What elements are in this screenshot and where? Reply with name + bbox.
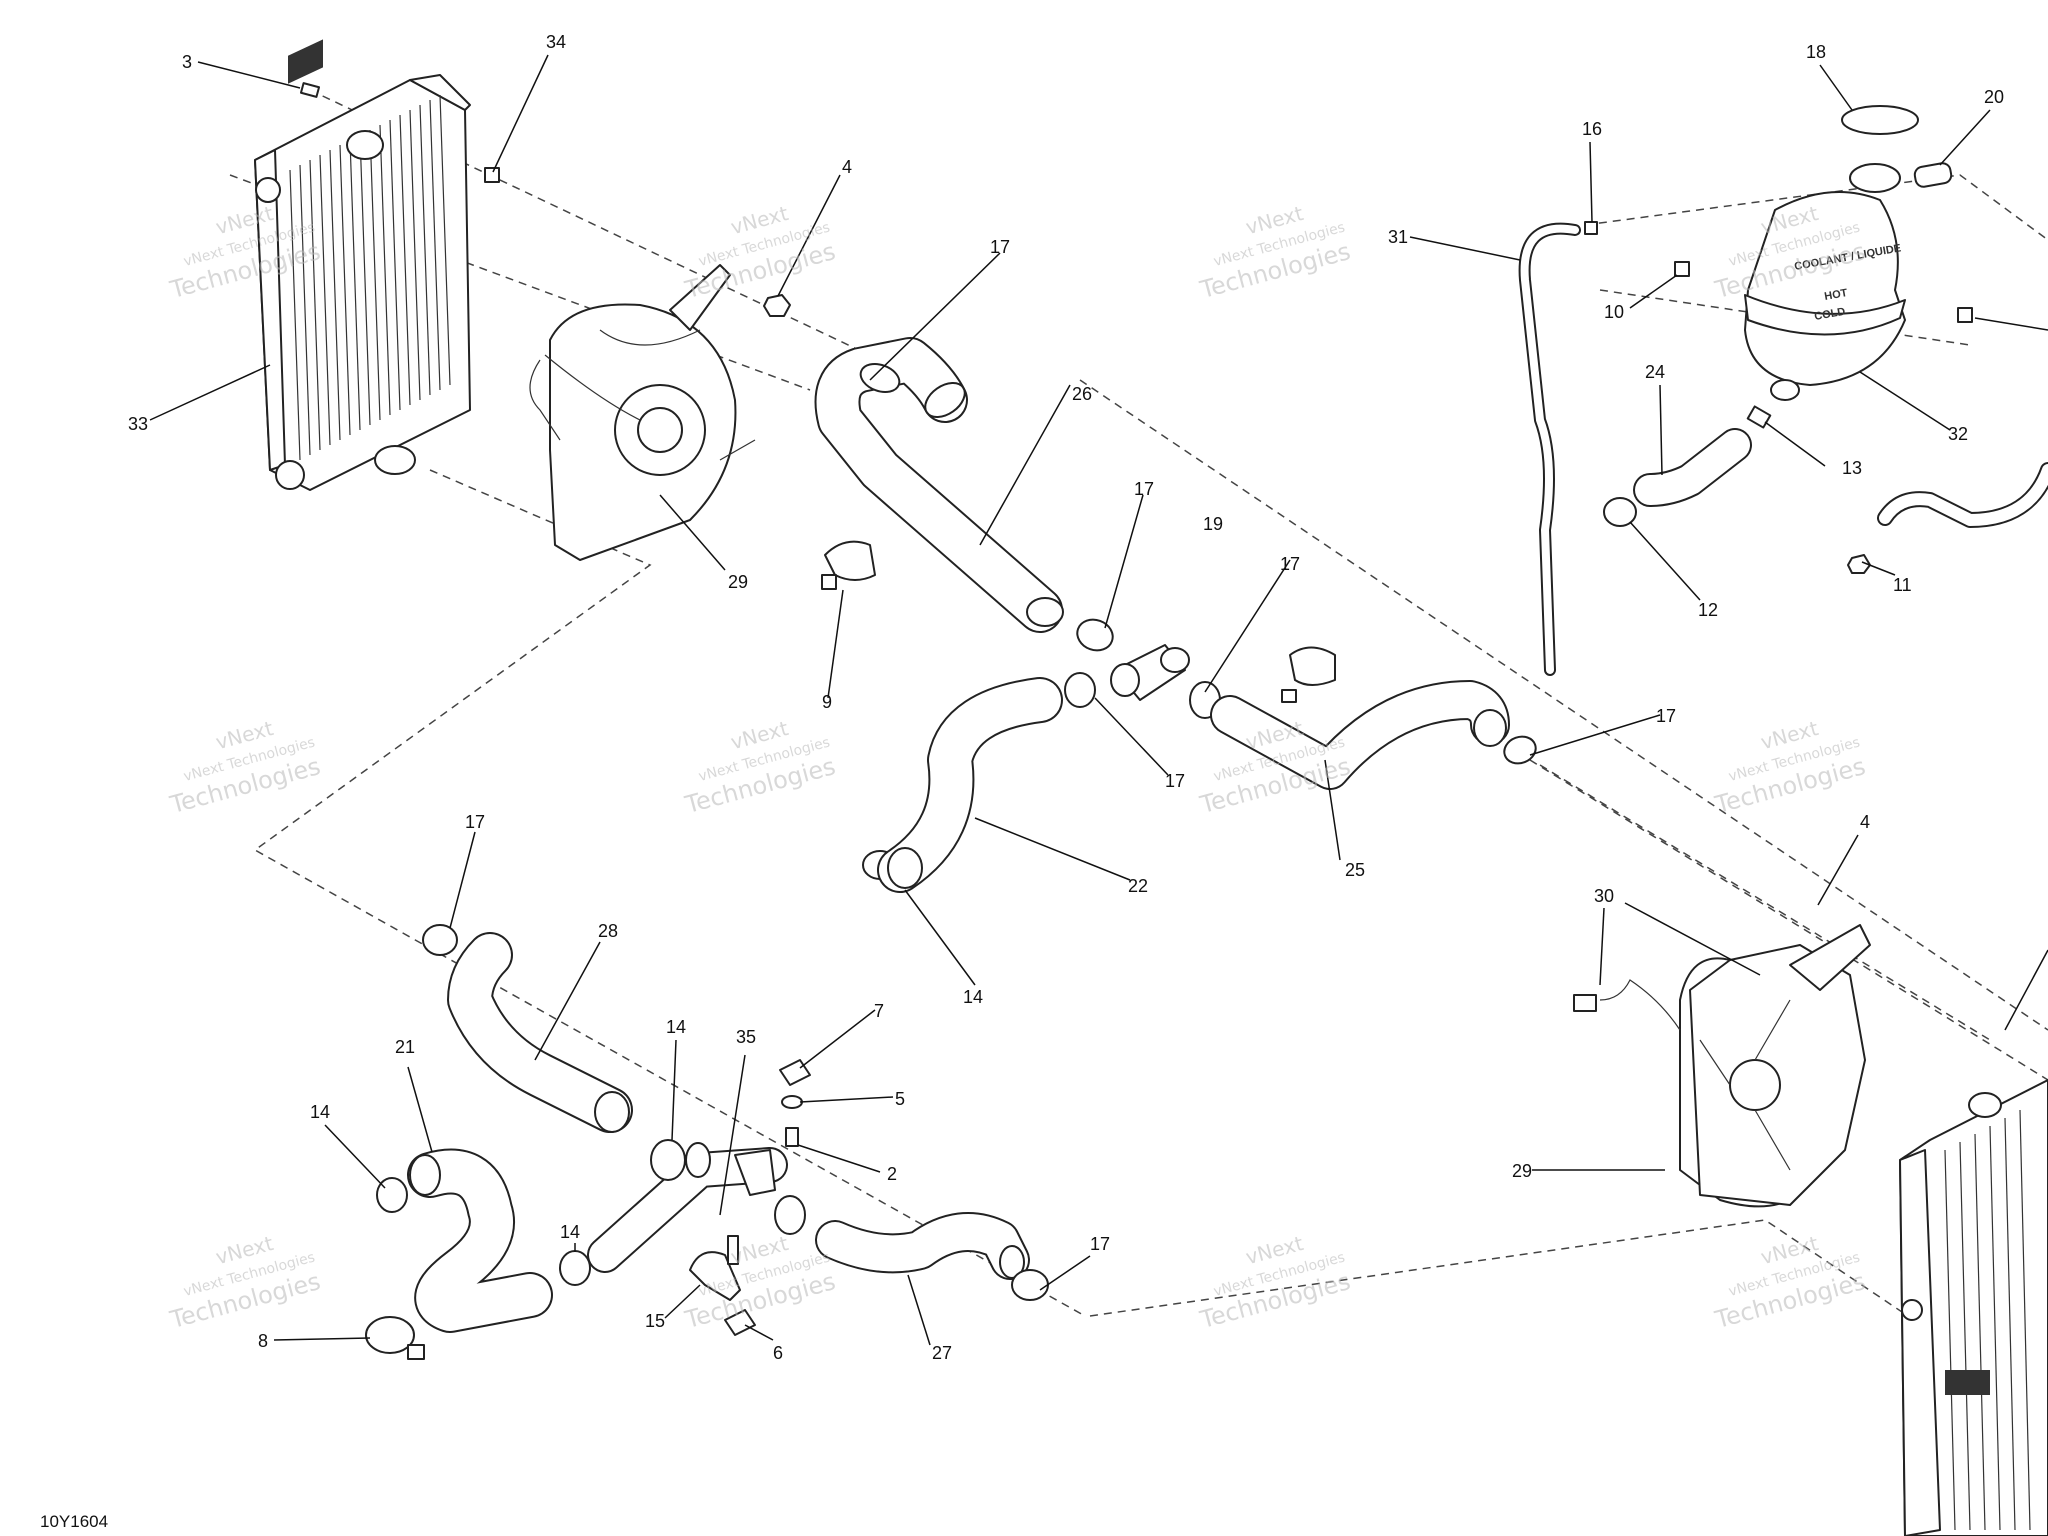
callout-2: 2 [887, 1164, 897, 1184]
callout-labels: 3 34 4 33 29 17 26 9 17 19 17 17 22 14 2… [128, 32, 2004, 1363]
overflow-tube-31 [1518, 221, 1598, 676]
tank-label-hot: HOT [1823, 287, 1848, 303]
pipe-35 [559, 1139, 788, 1286]
hose-27 [774, 1195, 1049, 1301]
callout-12: 12 [1698, 600, 1718, 620]
callout-32: 32 [1948, 424, 1968, 444]
radiator-right [1899, 1079, 2048, 1536]
clamp-9 [821, 540, 876, 590]
callout-14d: 14 [666, 1017, 686, 1037]
fasteners [299, 82, 791, 317]
callout-25: 25 [1345, 860, 1365, 880]
callout-15: 15 [645, 1311, 665, 1331]
callout-17c: 17 [1280, 554, 1300, 574]
callout-28: 28 [598, 921, 618, 941]
tank-label-cold: COLD [1813, 306, 1846, 323]
callout-4b: 4 [1860, 812, 1870, 832]
callout-22: 22 [1128, 876, 1148, 896]
callout-24: 24 [1645, 362, 1665, 382]
hose-22 [877, 677, 1063, 893]
callout-6: 6 [773, 1343, 783, 1363]
tank-cap-parts [1674, 162, 1973, 323]
callout-29a: 29 [728, 572, 748, 592]
hose-28 [422, 924, 633, 1133]
callout-4a: 4 [842, 157, 852, 177]
callout-17b: 17 [1134, 479, 1154, 499]
callout-18: 18 [1806, 42, 1826, 62]
tee-fitting-19 [1110, 644, 1190, 701]
callout-26: 26 [1072, 384, 1092, 404]
hose-26 [814, 337, 1064, 633]
callout-17f: 17 [465, 812, 485, 832]
callout-5: 5 [895, 1089, 905, 1109]
callout-20: 20 [1984, 87, 2004, 107]
callout-27: 27 [932, 1343, 952, 1363]
callout-7: 7 [874, 1001, 884, 1021]
callout-10: 10 [1604, 302, 1624, 322]
callout-30: 30 [1594, 886, 1614, 906]
callout-16: 16 [1582, 119, 1602, 139]
radiator-left [254, 39, 471, 491]
callout-9: 9 [822, 692, 832, 712]
hose-21 [376, 1148, 553, 1333]
callout-17g: 17 [1090, 1234, 1110, 1254]
diagram-code: 10Y1604 [40, 1512, 108, 1531]
callout-35: 35 [736, 1027, 756, 1047]
callout-17e: 17 [1656, 706, 1676, 726]
callout-11: 11 [1893, 575, 1912, 595]
callout-29b: 29 [1512, 1161, 1532, 1181]
clamp-upper-right [1281, 646, 1336, 703]
callout-14a: 14 [963, 987, 983, 1007]
callout-14c: 14 [560, 1222, 580, 1242]
fan-left [529, 264, 756, 561]
hose-24 [1603, 405, 1772, 527]
clamp-8 [365, 1316, 425, 1360]
coolant-tank-32: COOLANT / LIQUIDE HOT COLD [1744, 105, 1919, 401]
leader-lines [149, 54, 2048, 1346]
callout-8: 8 [258, 1331, 268, 1351]
callout-3: 3 [182, 52, 192, 72]
callout-34: 34 [546, 32, 566, 52]
callout-13: 13 [1842, 458, 1862, 478]
hose-11 [1847, 462, 2048, 574]
callout-14b: 14 [310, 1102, 330, 1122]
callout-33: 33 [128, 414, 148, 434]
callout-21: 21 [395, 1037, 415, 1057]
callout-31: 31 [1388, 227, 1408, 247]
hose-25 [1210, 680, 1510, 790]
callout-19: 19 [1203, 514, 1223, 534]
fan-right [1573, 924, 1871, 1208]
callout-17d: 17 [1165, 771, 1185, 791]
callout-17a: 17 [990, 237, 1010, 257]
